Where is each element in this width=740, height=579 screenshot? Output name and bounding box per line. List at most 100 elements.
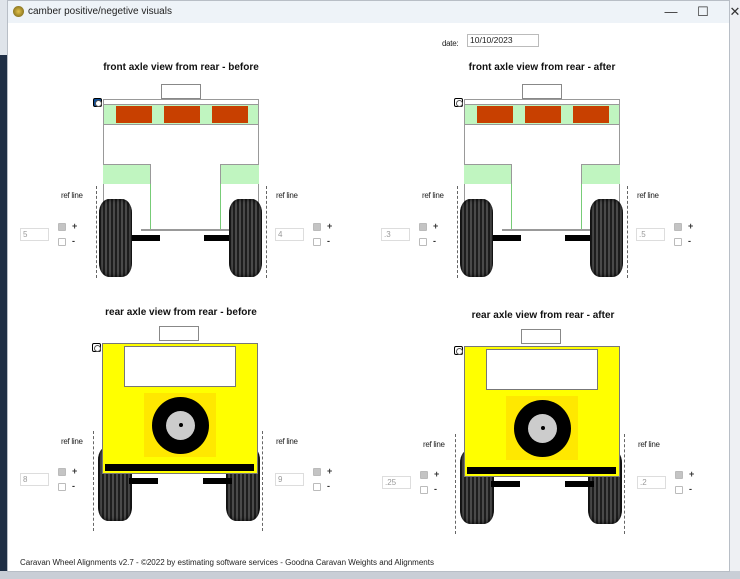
plus-label: + — [688, 221, 694, 231]
minus-label: - — [434, 484, 437, 494]
plus-checkbox-right[interactable] — [313, 223, 321, 231]
light-block — [525, 106, 561, 123]
background-desktop — [0, 55, 7, 579]
view-radio[interactable] — [93, 98, 102, 107]
date-label: date: — [442, 39, 459, 48]
left-axle — [131, 235, 160, 241]
plus-label: + — [433, 221, 439, 231]
left-ref-line — [96, 186, 97, 278]
right-guard — [581, 164, 620, 184]
camber-input-left[interactable]: .25 — [382, 476, 411, 489]
plus-checkbox-right[interactable] — [675, 471, 683, 479]
view-radio[interactable] — [454, 98, 463, 107]
left-ref-line — [93, 431, 94, 531]
camber-input-right[interactable]: 9 — [275, 473, 304, 486]
plus-checkbox-left[interactable] — [420, 471, 428, 479]
minus-checkbox-right[interactable] — [313, 238, 321, 246]
top-box — [522, 84, 562, 99]
ref-line-label-right: ref line — [638, 440, 660, 449]
footer-credits: Caravan Wheel Alignments v2.7 - ©2022 by… — [20, 558, 434, 567]
minus-checkbox-right[interactable] — [675, 486, 683, 494]
minus-checkbox-right[interactable] — [674, 238, 682, 246]
left-guard-line — [504, 184, 512, 230]
minimize-button[interactable]: — — [664, 4, 678, 19]
light-block — [116, 106, 152, 123]
light-block — [164, 106, 200, 123]
spare-hub — [179, 423, 183, 427]
left-guard — [103, 164, 151, 184]
background-app — [730, 0, 740, 579]
minus-label: - — [688, 236, 691, 246]
right-axle — [565, 235, 594, 241]
plus-checkbox-right[interactable] — [313, 468, 321, 476]
right-axle — [203, 478, 232, 484]
camber-input-left[interactable]: 5 — [20, 228, 49, 241]
maximize-button[interactable]: ☐ — [697, 4, 709, 19]
plus-checkbox-left[interactable] — [58, 223, 66, 231]
window-title: camber positive/negetive visuals — [28, 6, 172, 17]
right-guard-line — [220, 184, 228, 230]
camber-input-right[interactable]: .2 — [637, 476, 666, 489]
view-radio[interactable] — [454, 346, 463, 355]
left-tire — [460, 199, 493, 277]
rear-window — [486, 349, 598, 390]
plus-label: + — [689, 469, 695, 479]
ref-line-label-right: ref line — [276, 437, 298, 446]
ref-line-label-left: ref line — [61, 191, 83, 200]
panel-title: front axle view from rear - before — [103, 62, 259, 73]
plus-checkbox-right[interactable] — [674, 223, 682, 231]
minus-label: - — [327, 481, 330, 491]
minus-label: - — [689, 484, 692, 494]
camber-window: camber positive/negetive visuals — ☐ ✕ dat… — [7, 0, 740, 572]
left-ref-line — [457, 186, 458, 278]
panel-title: front axle view from rear - after — [468, 62, 616, 73]
app-icon — [13, 6, 24, 17]
ref-line-label-left: ref line — [422, 191, 444, 200]
ref-line-label-left: ref line — [61, 437, 83, 446]
plus-checkbox-left[interactable] — [419, 223, 427, 231]
bumper — [105, 464, 254, 471]
left-axle — [491, 481, 520, 487]
minus-checkbox-left[interactable] — [419, 238, 427, 246]
view-radio[interactable] — [92, 343, 101, 352]
minus-checkbox-left[interactable] — [58, 483, 66, 491]
minus-label: - — [327, 236, 330, 246]
camber-input-left[interactable]: 8 — [20, 473, 49, 486]
ref-line-label-right: ref line — [637, 191, 659, 200]
close-button[interactable]: ✕ — [729, 4, 740, 19]
right-ref-line — [266, 186, 267, 278]
ref-line-label-left: ref line — [423, 440, 445, 449]
ref-line-label-right: ref line — [276, 191, 298, 200]
camber-input-left[interactable]: .3 — [381, 228, 410, 241]
camber-input-right[interactable]: .5 — [636, 228, 665, 241]
right-ref-line — [624, 434, 625, 534]
right-ref-line — [262, 431, 263, 531]
light-block — [573, 106, 609, 123]
right-tire — [590, 199, 623, 277]
minus-checkbox-left[interactable] — [58, 238, 66, 246]
light-block — [212, 106, 248, 123]
camber-input-right[interactable]: 4 — [275, 228, 304, 241]
top-box — [161, 84, 201, 99]
top-box — [159, 326, 199, 341]
chassis-line — [141, 229, 231, 231]
minus-label: - — [72, 236, 75, 246]
plus-label: + — [72, 221, 78, 231]
minus-checkbox-left[interactable] — [420, 486, 428, 494]
bumper — [467, 467, 616, 474]
right-ref-line — [627, 186, 628, 278]
minus-checkbox-right[interactable] — [313, 483, 321, 491]
left-tire — [99, 199, 132, 277]
left-axle — [492, 235, 521, 241]
plus-label: + — [327, 221, 333, 231]
top-box — [521, 329, 561, 344]
right-guard-line — [581, 184, 589, 230]
left-guard — [464, 164, 512, 184]
rear-window — [124, 346, 236, 387]
panel-title: rear axle view from rear - after — [471, 310, 615, 321]
plus-checkbox-left[interactable] — [58, 468, 66, 476]
minus-label: - — [72, 481, 75, 491]
right-axle — [565, 481, 594, 487]
date-input[interactable]: 10/10/2023 — [467, 34, 539, 47]
panel-title: rear axle view from rear - before — [105, 307, 257, 318]
